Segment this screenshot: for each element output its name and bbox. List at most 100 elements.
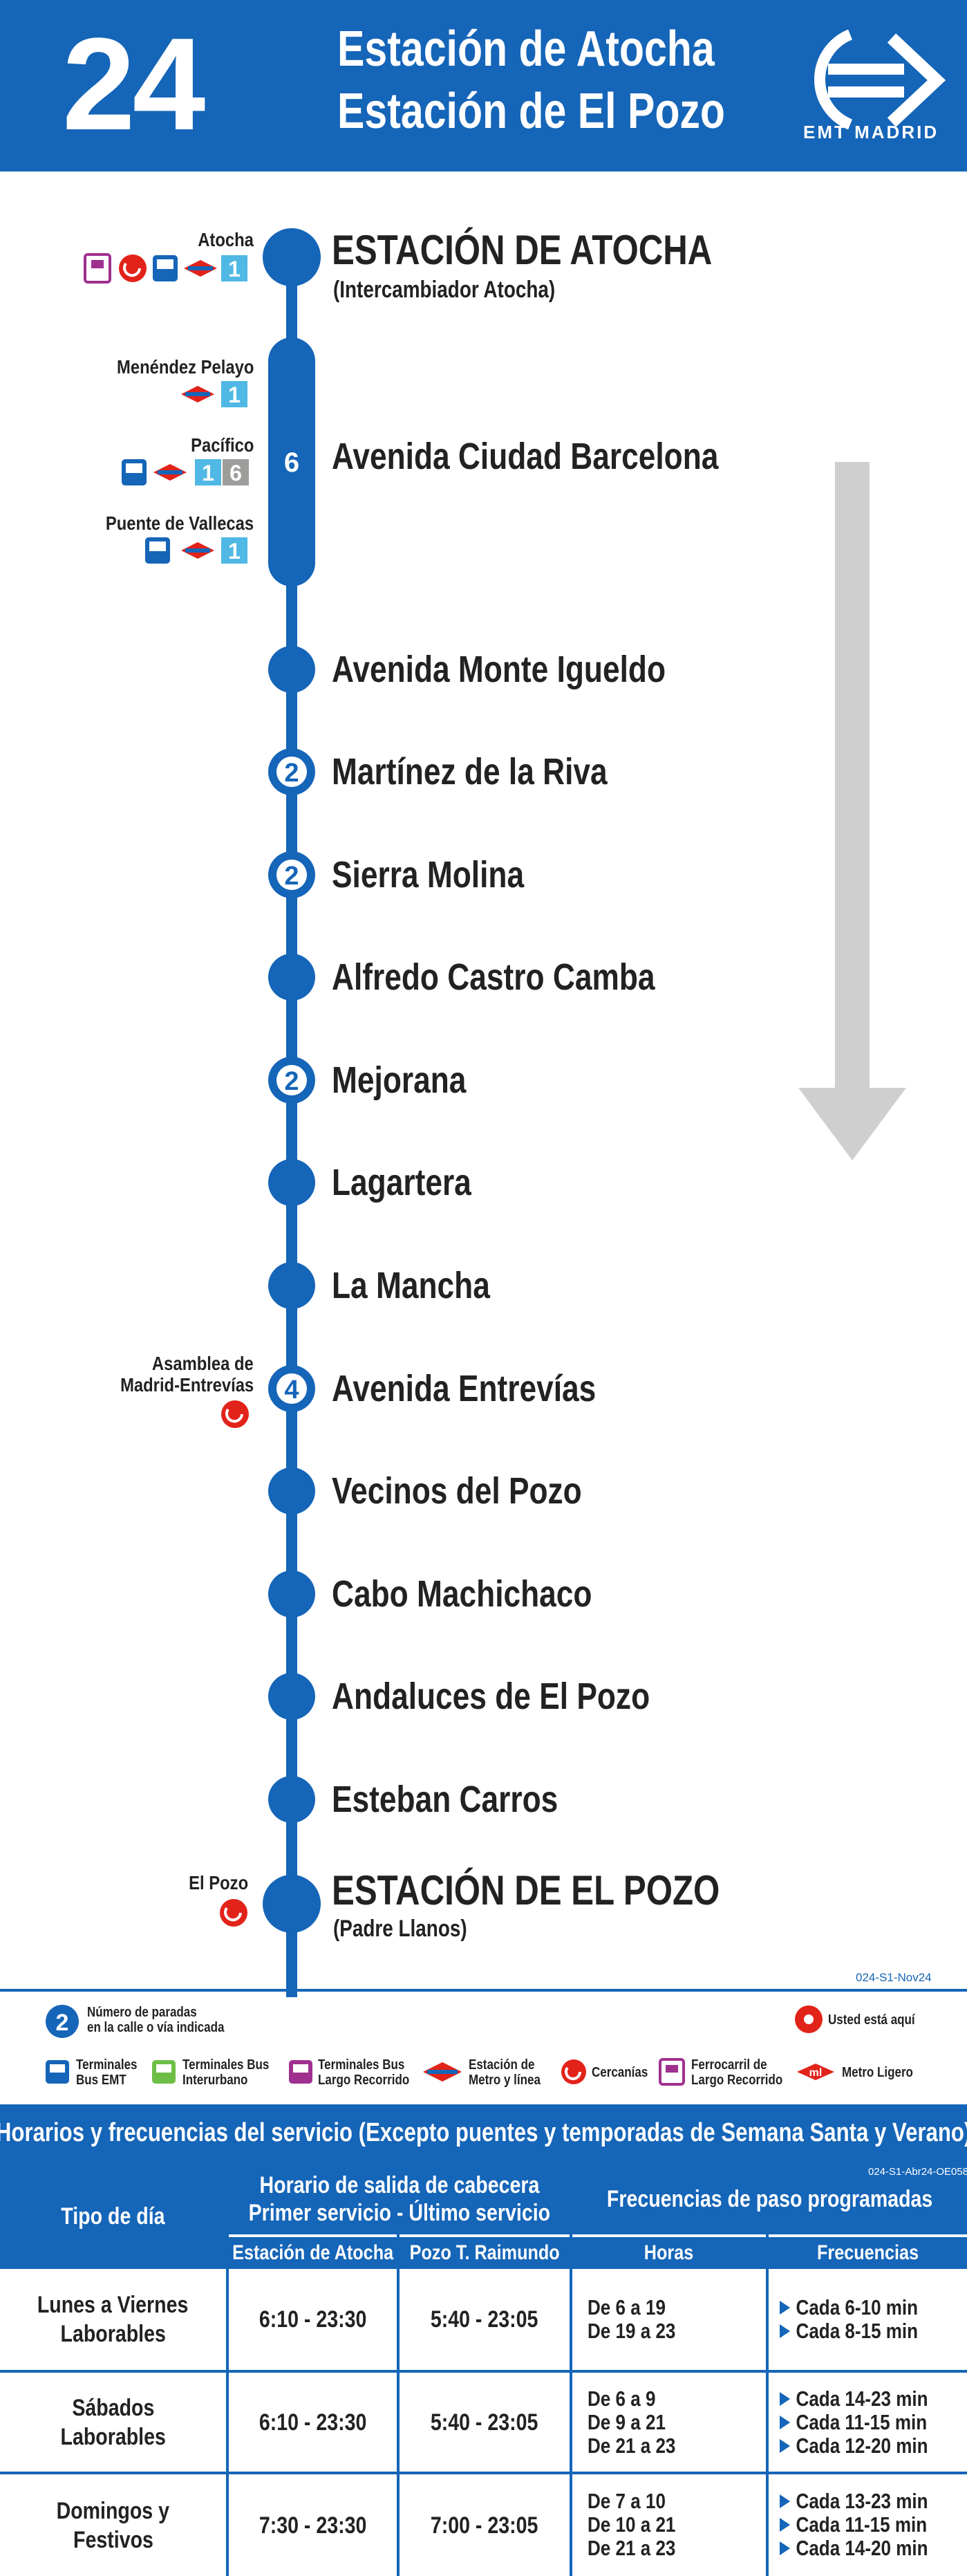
legend-you-are-here-label: Usted está aquí <box>828 2012 915 2028</box>
legend-ferrocarril-label-1: Ferrocarril de <box>691 2057 767 2073</box>
emt-logo-icon <box>814 29 946 130</box>
stop-name-terminal-start: ESTACIÓN DE ATOCHA <box>332 227 713 273</box>
row-freq-list: Cada 6-10 min Cada 8-15 min <box>780 2296 918 2343</box>
metro-line-number: 6 <box>229 461 242 485</box>
legend-metro-label-1: Estación de <box>469 2057 535 2073</box>
direction-arrow-icon <box>798 462 906 1160</box>
stop-name-terminal-end: ESTACIÓN DE EL POZO <box>332 1867 720 1914</box>
stop-name: Mejorana <box>332 1059 467 1101</box>
metro-icon <box>181 386 214 402</box>
connection-label-entrevias-2: Madrid-Entrevías <box>120 1374 254 1396</box>
metro-line-number: 1 <box>202 461 214 485</box>
metro-line-badge <box>221 381 247 407</box>
legend-stop-count-icon <box>46 2005 79 2038</box>
arrow-icon <box>780 2301 791 2315</box>
grid-line <box>226 2161 229 2576</box>
legend-interurbano-label-1: Terminales Bus <box>182 2057 270 2073</box>
legend-stop-count-label-1: Número de paradas <box>87 2005 197 2020</box>
stop-name: Vecinos del Pozo <box>332 1470 582 1512</box>
connection-label-el-pozo: El Pozo <box>189 1872 248 1893</box>
divider <box>0 1989 967 1992</box>
legend-cercanias-label: Cercanías <box>592 2065 648 2080</box>
grid-line <box>570 2161 572 2576</box>
row-freq-list: Cada 14-23 min Cada 11-15 min Cada 12-20… <box>780 2387 928 2458</box>
stop-name: Esteban Carros <box>332 1779 558 1820</box>
row-freq-list: Cada 13-23 min Cada 11-15 min Cada 14-20… <box>780 2490 928 2560</box>
subheader-frecuencias: Frecuencias <box>769 2237 967 2269</box>
legend-bus-emt-icon <box>46 2060 69 2084</box>
stop-marker <box>268 646 315 693</box>
legend-bus-emt-label-2: Bus EMT <box>76 2073 126 2088</box>
svg-text:ml: ml <box>809 2067 823 2079</box>
connection-label-entrevias-1: Asamblea de <box>152 1353 254 1374</box>
col-header-frecuencias: Frecuencias de paso programadas <box>572 2164 967 2234</box>
row-atocha-times: 6:10 - 23:30 <box>259 2306 367 2333</box>
stop-count-badge: 2 <box>284 759 299 788</box>
stop-name: Avenida Entrevías <box>332 1368 597 1409</box>
metro-line-number: 1 <box>228 257 241 281</box>
stop-count-badge: 6 <box>284 447 299 478</box>
arrow-icon <box>780 2392 791 2406</box>
col-header-tipo: Tipo de día <box>0 2164 226 2269</box>
stop-marker-terminal-end <box>263 1875 321 1933</box>
you-are-here-icon <box>795 2005 823 2033</box>
row-pozo-times: 5:40 - 23:05 <box>431 2409 538 2436</box>
subheader-pozo: Pozo T. Raimundo <box>400 2237 570 2269</box>
stop-name: Alfredo Castro Camba <box>332 956 655 998</box>
metro-line-badge <box>195 459 221 485</box>
legend-ferrocarril-icon <box>659 2058 685 2086</box>
stop-marker-terminal-start <box>263 228 321 286</box>
legend-ferrocarril-label-2: Largo Recorrido <box>691 2073 783 2088</box>
legend-icons: 2 ml <box>46 2005 834 2086</box>
grid-line <box>0 2472 967 2474</box>
cercanias-icon <box>119 254 147 282</box>
stop-name: Cabo Machichaco <box>332 1573 592 1615</box>
legend-stop-count-label-2: en la calle o vía indicada <box>87 2020 225 2035</box>
legend-cercanias-icon <box>561 2059 586 2084</box>
stop-sub-terminal-end: (Padre Llanos) <box>333 1916 467 1942</box>
header-bar: 24 Estación de Atocha Estación de El Poz… <box>0 0 967 172</box>
emt-madrid-brand: EMT MADRID <box>803 122 939 142</box>
stop-count-badge-bg <box>276 757 307 787</box>
largo-recorrido-train-icon <box>84 253 111 284</box>
route-origin-title: Estación de Atocha <box>337 21 715 77</box>
table-code: 024-S1-Abr24-OE058 <box>868 2166 967 2178</box>
legend-interurbano-icon <box>152 2060 176 2084</box>
row-atocha-times: 7:30 - 23:30 <box>259 2512 367 2539</box>
stop-name: Andaluces de El Pozo <box>332 1676 650 1717</box>
row-atocha-times: 6:10 - 23:30 <box>259 2409 367 2436</box>
stop-marker <box>268 1262 315 1309</box>
stop-marker <box>268 1467 315 1514</box>
legend-metro-ligero-icon: ml <box>797 2064 834 2080</box>
metro-icon <box>153 464 187 481</box>
stop-count-badge-bg <box>276 860 307 890</box>
legend-metro-ligero-label: Metro Ligero <box>842 2065 913 2080</box>
map-code: 024-S1-Nov24 <box>856 1971 932 1984</box>
stop-name: Sierra Molina <box>332 854 525 896</box>
metro-icon <box>181 542 214 559</box>
legend-interurbano-label-2: Interurbano <box>182 2073 248 2088</box>
bus-emt-icon <box>145 537 170 564</box>
arrow-icon <box>780 2541 791 2555</box>
stop-name: Martínez de la Riva <box>332 751 608 793</box>
connection-label-puente-vallecas: Puente de Vallecas <box>105 512 254 534</box>
line-number: 24 <box>62 11 205 158</box>
cercanias-icon <box>220 1899 247 1927</box>
legend-largo-bus-label-1: Terminales Bus <box>318 2057 405 2073</box>
cercanias-icon <box>221 1400 249 1428</box>
stop-marker <box>268 1159 315 1206</box>
schedule-title: Horarios y frecuencias del servicio (Exc… <box>0 2104 967 2161</box>
stop-name: Lagartera <box>332 1162 471 1203</box>
stop-name: Avenida Ciudad Barcelona <box>332 436 719 477</box>
legend-largo-bus-icon <box>289 2060 312 2084</box>
connection-label-atocha: Atocha <box>198 229 254 250</box>
metro-line-number: 1 <box>228 539 241 564</box>
divider <box>0 2161 967 2164</box>
arrow-icon <box>780 2324 791 2338</box>
